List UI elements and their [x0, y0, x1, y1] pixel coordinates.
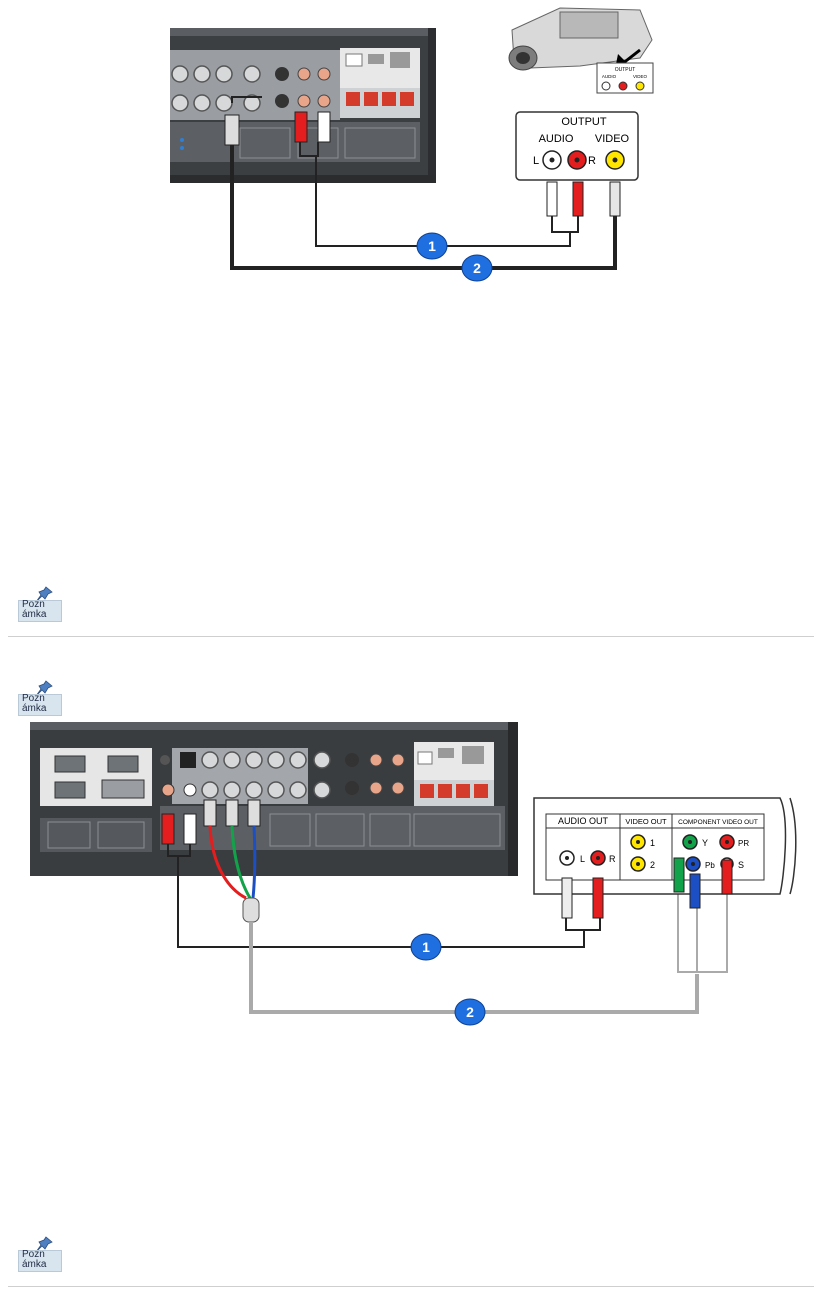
cable-1-audio [167, 844, 601, 948]
device-plugs [561, 857, 733, 919]
source-device-panel: AUDIO OUT VIDEO OUT COMPONENT VIDEO OUT … [533, 797, 797, 895]
rca-plugs [546, 181, 621, 217]
video-label: VIDEO [595, 133, 630, 145]
component-video-out-label: COMPONENT VIDEO OUT [678, 819, 758, 826]
pushpin-icon [35, 680, 53, 697]
svg-text:2: 2 [466, 1004, 474, 1020]
camcorder-connection-diagram: OUTPUT AUDIO VIDEO OUTPUT AUDIO VIDEO L … [170, 7, 654, 282]
cable-1-badge: 1 [410, 933, 442, 961]
pb-label: Pb [705, 861, 715, 870]
cable-2-component [249, 922, 699, 1014]
audio-out-label: AUDIO OUT [558, 816, 609, 826]
cable-1-badge: 1 [416, 232, 448, 260]
cam-output-label: OUTPUT [615, 67, 636, 73]
cable-2-video [230, 145, 617, 270]
panel-plugs [161, 799, 261, 845]
note-label-line2: ámka [22, 703, 47, 714]
r-label: R [588, 155, 596, 167]
y-label: Y [702, 838, 708, 848]
monitor-back-panel [30, 722, 518, 876]
svg-text:2: 2 [473, 260, 481, 276]
video-out-label: VIDEO OUT [625, 817, 667, 826]
cam-audio-label: AUDIO [602, 74, 617, 79]
component-cable-bundle [208, 825, 257, 900]
cable-2-badge: 2 [454, 998, 486, 1026]
r-label: R [609, 854, 616, 864]
pushpin-icon [35, 586, 53, 603]
video-out-1-label: 1 [650, 838, 655, 848]
cable-2-badge: 2 [461, 254, 493, 282]
component-connection-diagram: AUDIO OUT VIDEO OUT COMPONENT VIDEO OUT … [30, 722, 797, 1026]
note-label-line2: ámka [22, 609, 47, 620]
cable-splitter [242, 897, 260, 923]
note-label-line1: Pozn [22, 599, 45, 610]
note-label-line1: Pozn [22, 693, 45, 704]
s-label: S [738, 860, 744, 870]
section-divider [8, 1286, 814, 1287]
camcorder-output-jacks: OUTPUT AUDIO VIDEO [596, 62, 654, 94]
svg-text:1: 1 [422, 939, 430, 955]
cam-video-label: VIDEO [633, 74, 648, 79]
l-label: L [580, 854, 585, 864]
note-label-line2: ámka [22, 1259, 47, 1270]
audio-label: AUDIO [539, 133, 574, 145]
pushpin-icon [35, 1236, 53, 1253]
pr-label: PR [738, 839, 749, 848]
output-label: OUTPUT [561, 116, 607, 128]
note-label-line1: Pozn [22, 1249, 45, 1260]
l-label: L [533, 155, 539, 167]
monitor-back-panel [170, 28, 436, 183]
video-out-2-label: 2 [650, 860, 655, 870]
section-divider [8, 636, 814, 637]
svg-text:1: 1 [428, 238, 436, 254]
output-jack-panel: OUTPUT AUDIO VIDEO L R [515, 111, 639, 181]
camcorder [508, 7, 653, 71]
